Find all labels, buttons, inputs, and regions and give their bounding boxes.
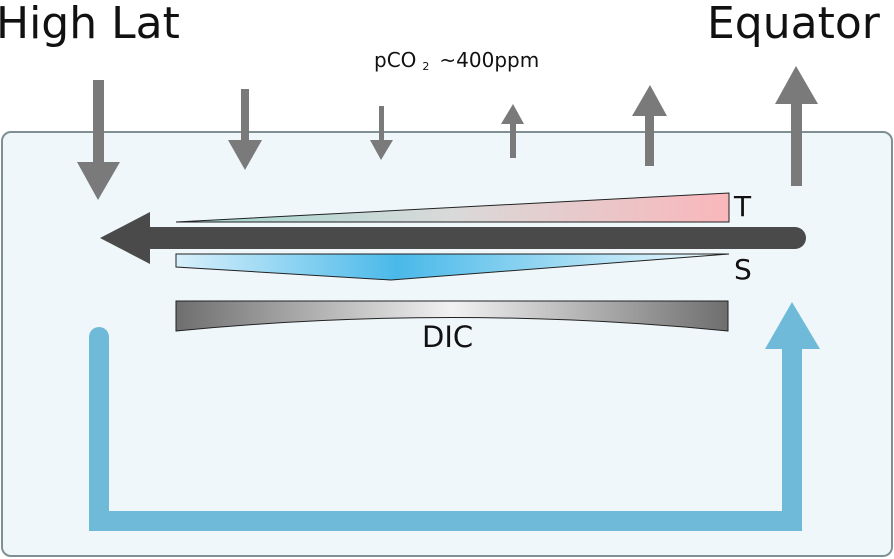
pco2-value: ~400ppm: [439, 48, 540, 72]
dic-label: DIC: [422, 320, 474, 354]
pco2-prefix: pCO: [374, 48, 417, 72]
deep-return-path: [89, 327, 802, 531]
down-arrow-icon: [228, 89, 262, 170]
pco2-label: pCO 2 ~400ppm: [374, 48, 540, 73]
temperature-label: T: [734, 190, 752, 223]
salinity-gradient-wedge: [175, 253, 730, 281]
up-arrow-icon: [765, 302, 820, 349]
flux-arrows: [77, 66, 818, 200]
up-arrow-icon: [775, 66, 818, 186]
up-arrow-icon: [501, 104, 524, 158]
down-arrow-icon: [77, 80, 120, 200]
high-latitude-title: High Lat: [0, 0, 180, 49]
up-arrow-icon: [632, 85, 667, 166]
left-arrow-icon: [100, 212, 806, 264]
salinity-label: S: [734, 253, 752, 286]
temperature-gradient-wedge: [175, 192, 730, 223]
down-arrow-icon: [370, 106, 393, 160]
equator-title: Equator: [707, 0, 880, 49]
dic-gradient-bar: [175, 300, 729, 332]
pco2-subscript: 2: [422, 60, 430, 73]
